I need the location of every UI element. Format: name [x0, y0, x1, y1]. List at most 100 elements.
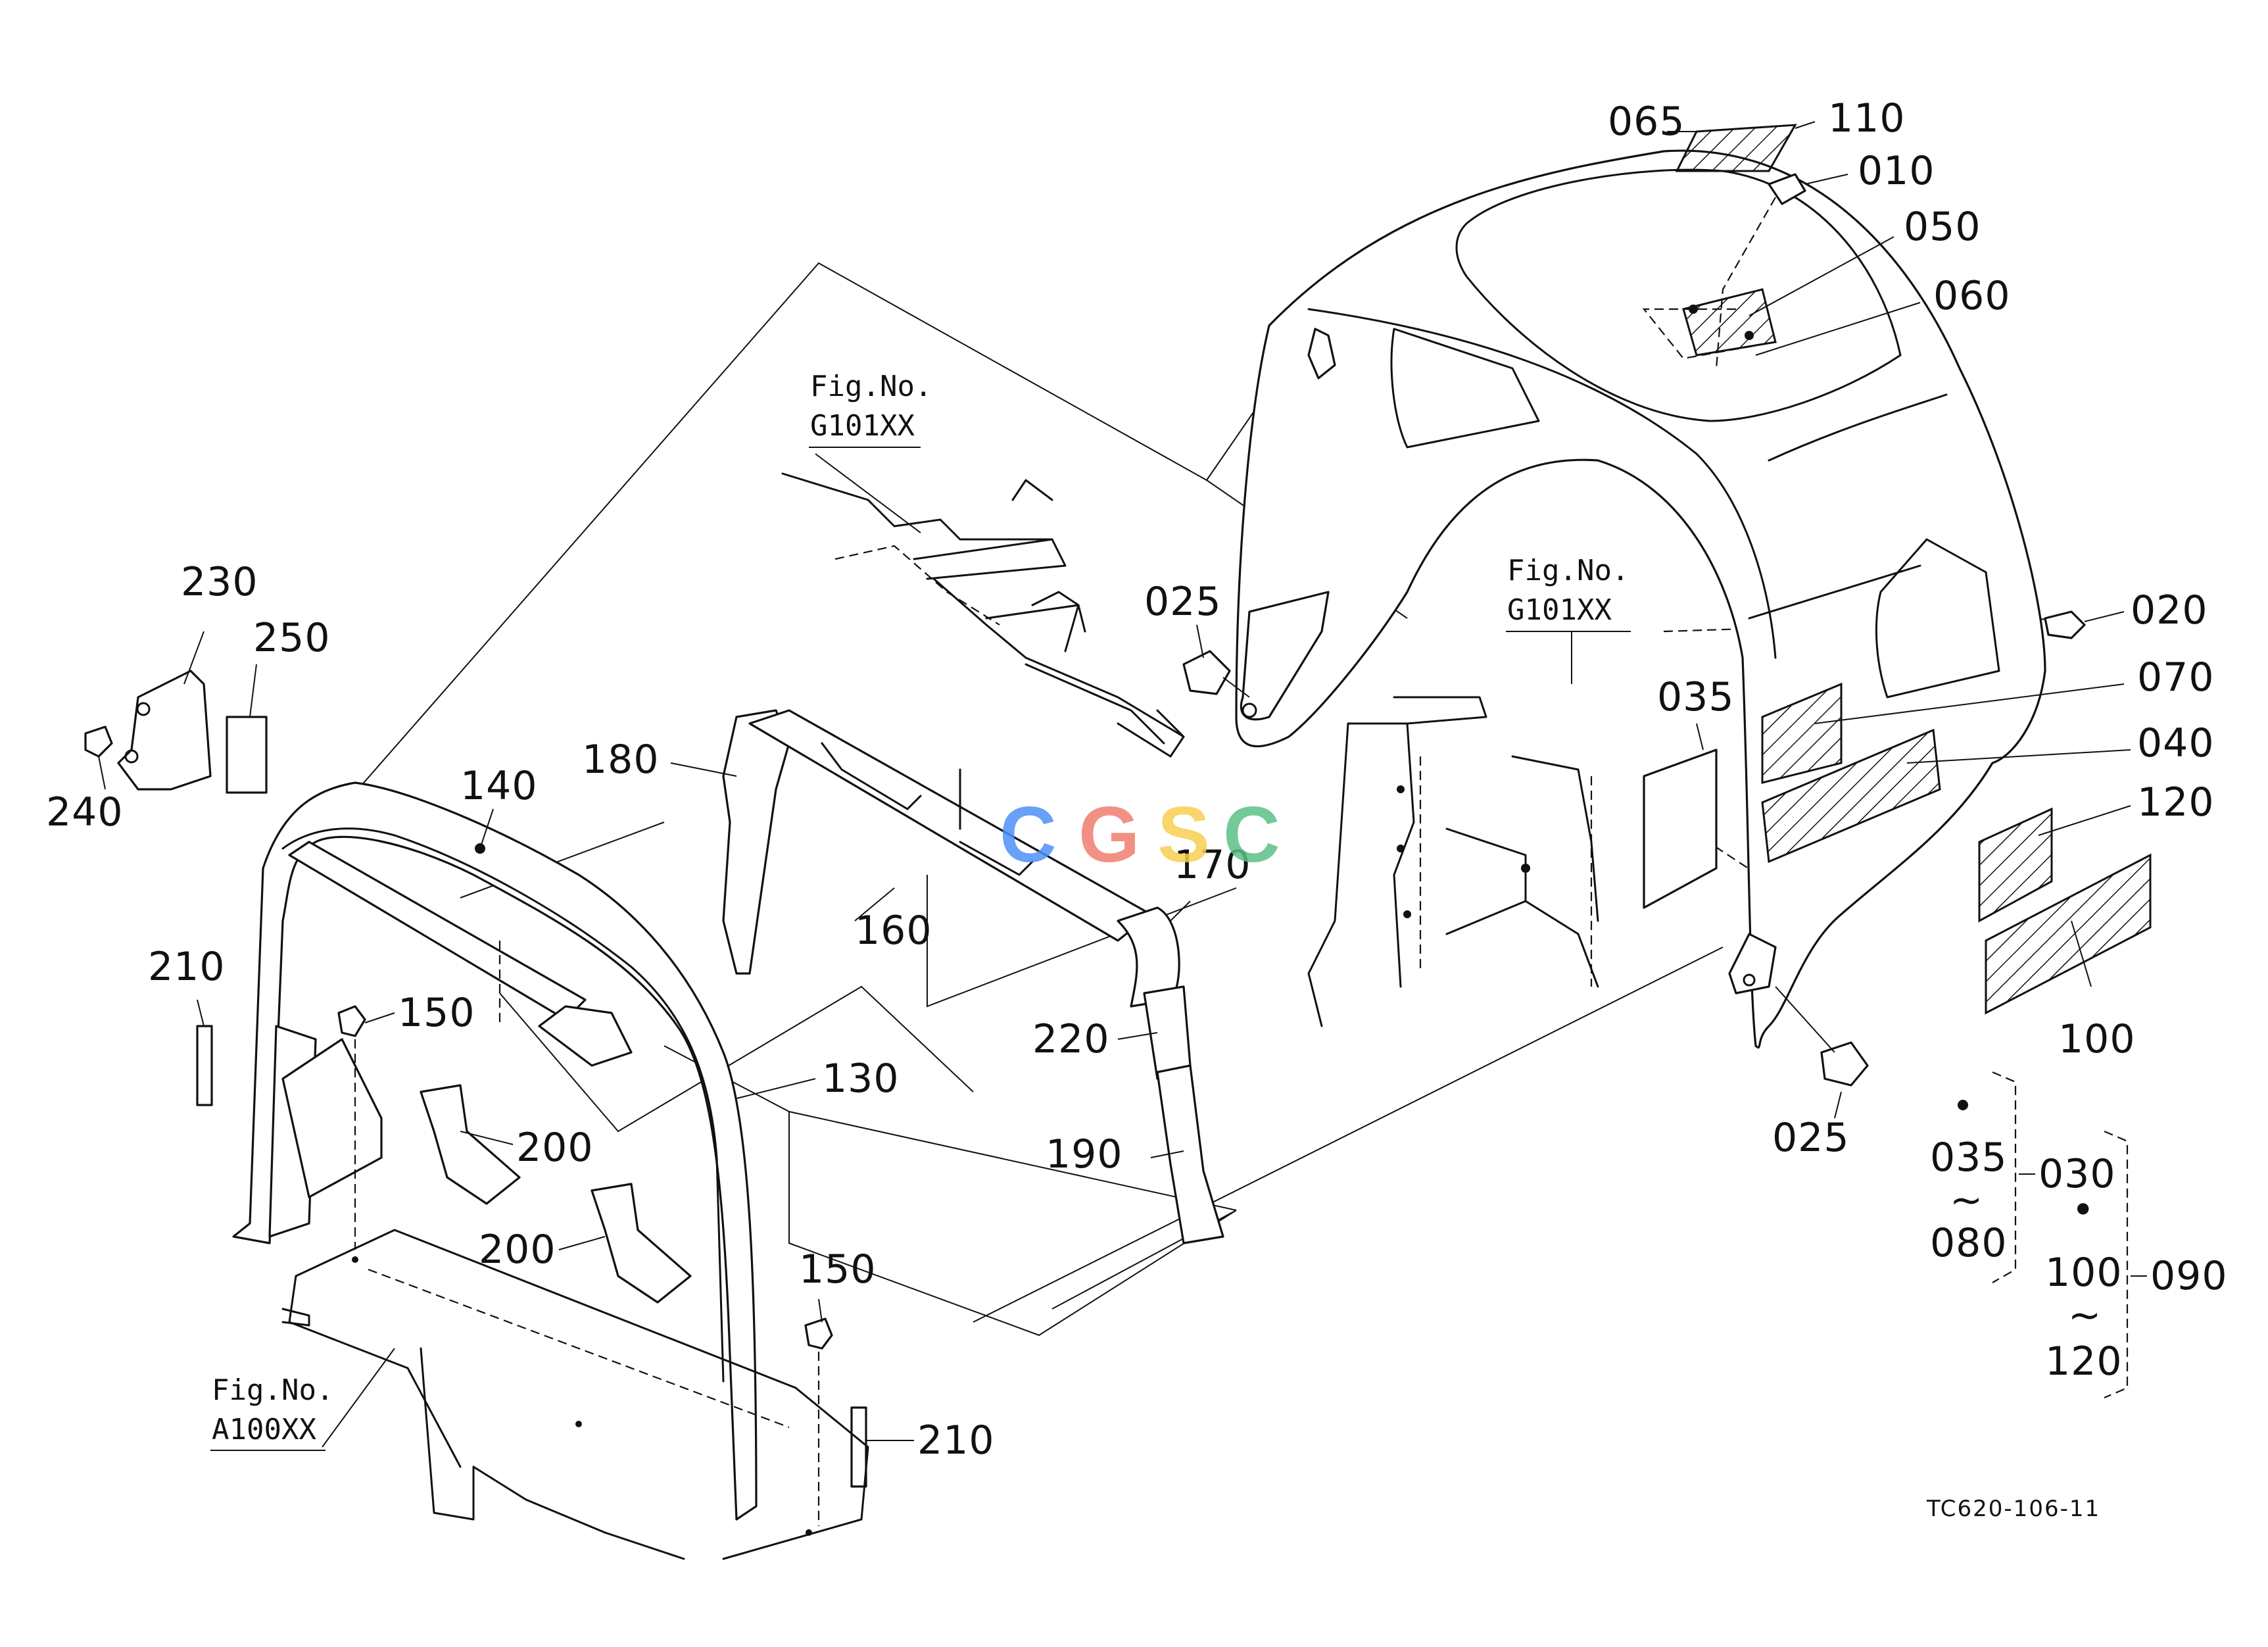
- fig-ref-top-code: G101XX: [810, 409, 915, 443]
- callout-180: 180: [582, 737, 660, 783]
- callout-035: 035: [1657, 674, 1735, 720]
- callout-070: 070: [2137, 654, 2215, 701]
- callout-060: 060: [1933, 273, 2011, 319]
- fig-ref-mid-label: Fig.No.: [1507, 554, 1629, 587]
- strip-210-left: [196, 1025, 213, 1106]
- fig-ref-top-label: Fig.No.: [810, 370, 932, 403]
- callout-110: 110: [1828, 95, 1906, 141]
- callout-150-bottom: 150: [799, 1246, 877, 1292]
- kit1-start: 035: [1930, 1135, 2008, 1181]
- pad-250: [226, 716, 268, 794]
- clip-200-bottom: [591, 1183, 692, 1304]
- bolt-020: [2044, 610, 2086, 639]
- kit2-end: 120: [2045, 1339, 2123, 1385]
- seal-180: [722, 709, 790, 975]
- figure-references: Fig.No. G101XX Fig.No. G101XX Fig.No. A1…: [210, 370, 1631, 1451]
- front-frame: [232, 781, 758, 1521]
- callout-010: 010: [1858, 148, 1935, 194]
- callout-050: 050: [1904, 204, 1981, 250]
- decal-070: [1761, 682, 1843, 784]
- fig-ref-bottom-label: Fig.No.: [212, 1373, 333, 1407]
- kit2-number: 090: [2150, 1253, 2228, 1299]
- watermark-letter-1: C: [1000, 791, 1057, 879]
- seal-220: [1143, 985, 1192, 1080]
- bolt-010: [1768, 173, 1806, 205]
- callout-170: 170: [1174, 842, 1251, 888]
- bolt-240: [84, 725, 113, 758]
- hood-lower-bracket: [1728, 933, 1777, 995]
- fig-ref-mid-code: G101XX: [1507, 593, 1612, 627]
- callout-025-bottom: 025: [1772, 1115, 1850, 1161]
- watermark-letter-4: C: [1223, 791, 1280, 879]
- callout-210-left: 210: [148, 944, 226, 990]
- hood-top-ridge: [1307, 308, 1777, 659]
- kit-dot-marker: [1958, 1100, 1968, 1110]
- callout-020: 020: [2131, 587, 2208, 633]
- hood-front-edge: [1768, 393, 1948, 462]
- fig-ref-bottom-code: A100XX: [212, 1413, 316, 1446]
- bracket-230: [117, 670, 212, 791]
- callout-200-top: 200: [516, 1125, 594, 1171]
- upper-support-bracket: [781, 472, 1185, 758]
- clip-025-bottom: [1820, 1041, 1869, 1087]
- callout-100: 100: [2058, 1016, 2136, 1062]
- frame-crossbar: [288, 841, 587, 1021]
- base-frame: [281, 1229, 869, 1560]
- hood-right-window: [1875, 538, 2000, 699]
- callout-130: 130: [822, 1056, 900, 1102]
- decal-group: [1643, 124, 2152, 1015]
- callout-240: 240: [46, 789, 124, 835]
- callout-065: 065: [1608, 99, 1685, 145]
- callout-120: 120: [2137, 779, 2215, 825]
- callout-025-top: 025: [1144, 579, 1222, 625]
- callout-250: 250: [253, 615, 331, 661]
- callout-230: 230: [181, 559, 258, 605]
- part-callouts: 065 110 010 050 060 020 070 040 120 100 …: [46, 95, 2215, 1463]
- drawing-code: TC620-106-11: [1926, 1496, 2100, 1522]
- callout-220: 220: [1032, 1016, 1110, 1062]
- frame-lower-bracket: [281, 1038, 383, 1198]
- strip-210-right: [850, 1406, 867, 1488]
- watermark-letter-3: S: [1157, 791, 1210, 879]
- hood-left-window: [1390, 328, 1540, 449]
- kit-groupings: 035 ~ 080 030 • 100 ~ 120 090: [1930, 1071, 2228, 1399]
- kit2-dot: •: [2071, 1187, 2095, 1233]
- shield-035: [1643, 749, 1718, 909]
- callout-140: 140: [460, 763, 538, 809]
- clip-025-top: [1182, 650, 1231, 695]
- kit2-start: 100: [2045, 1250, 2123, 1296]
- leader-lines: [98, 121, 2131, 1448]
- kit1-end: 080: [1930, 1220, 2008, 1266]
- left-small-parts: [84, 670, 867, 1526]
- watermark-logo: C G S C: [1000, 791, 1280, 879]
- callout-190: 190: [1046, 1131, 1123, 1177]
- hood-bracket-left: [1240, 591, 1330, 721]
- callout-150-top: 150: [398, 990, 475, 1036]
- callout-160: 160: [855, 908, 932, 954]
- callout-210-right: 210: [917, 1417, 995, 1463]
- hood-assembly: [1235, 149, 2046, 1049]
- hood-fasteners: [1182, 173, 2086, 1087]
- decal-120: [1978, 807, 2053, 923]
- hood-latch: [1307, 328, 1336, 380]
- frame-130-outer: [232, 781, 758, 1521]
- clip-200-top: [420, 1084, 521, 1205]
- decal-110: [1675, 124, 1797, 172]
- hood-body: [1235, 149, 2046, 1049]
- bolt-150-top: [337, 1005, 366, 1037]
- seal-pieces: [722, 709, 1224, 1244]
- seal-190: [1156, 1064, 1224, 1244]
- hood-side-edge: [1748, 564, 1921, 620]
- kit2-tilde: ~: [2068, 1292, 2102, 1339]
- decal-100: [1985, 853, 2152, 1015]
- kit1-number: 030: [2039, 1151, 2116, 1197]
- bolt-150-bottom: [804, 1317, 833, 1350]
- side-panel-bracket: [1307, 696, 1599, 1027]
- hood-top-panel: [1455, 168, 1902, 422]
- frame-bracket-plate: [538, 1005, 633, 1067]
- callout-200-bottom: 200: [479, 1227, 556, 1273]
- watermark-letter-2: G: [1078, 791, 1140, 879]
- callout-040: 040: [2137, 720, 2215, 766]
